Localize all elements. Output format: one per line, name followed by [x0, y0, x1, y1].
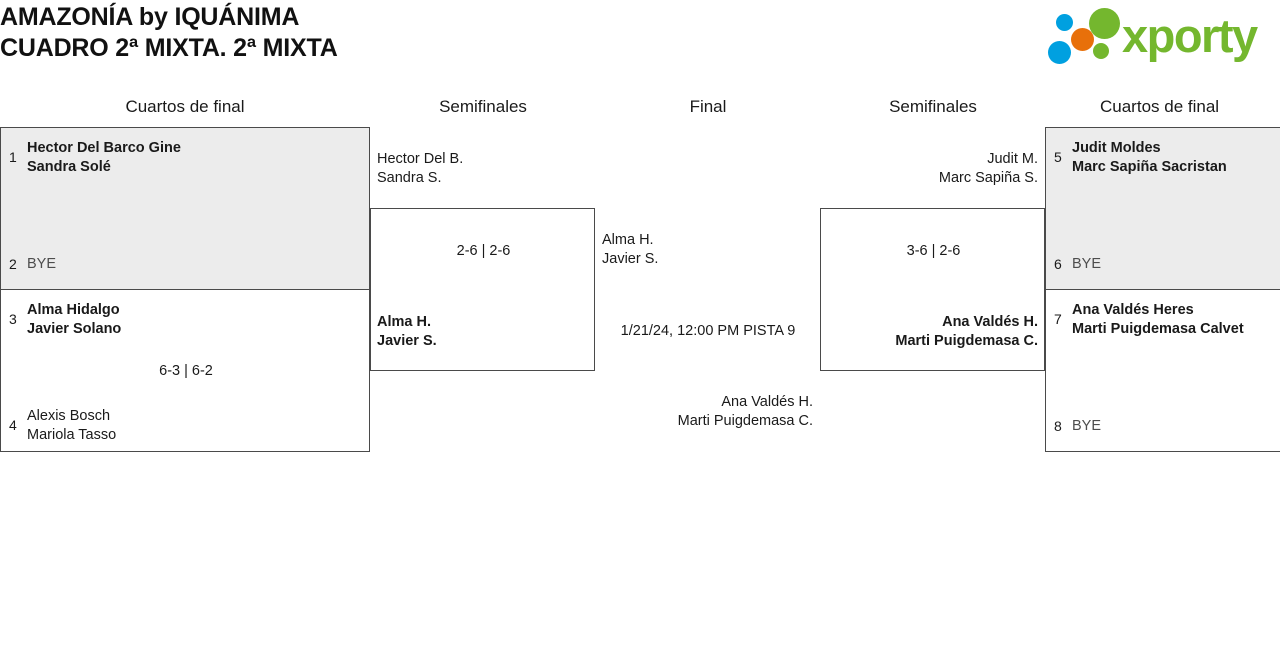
team-player2: Marc Sapiña Sacristan	[1072, 159, 1227, 175]
round-header-final: Final	[689, 97, 727, 116]
logo-blue-dot-small-icon	[1056, 14, 1073, 31]
match-score: 3-6 | 2-6	[906, 243, 961, 259]
logo-green-dot-large-icon	[1089, 8, 1120, 39]
final-top-player1: Alma H.	[602, 232, 654, 248]
team-player1: Ana Valdés H.	[942, 314, 1038, 330]
match-box-semifinal-right[interactable]: 3-6 | 2-6 Ana Valdés H. Marti Puigdemasa…	[820, 208, 1045, 371]
semifinal-left-top-player2: Sandra S.	[377, 170, 442, 186]
team-player1: BYE	[27, 256, 57, 272]
team-player1: Ana Valdés Heres	[1072, 302, 1194, 318]
team-player1: Hector Del Barco Gine	[27, 140, 181, 156]
team-player1: Alexis Bosch	[27, 408, 111, 424]
seed-number: 7	[1054, 311, 1062, 327]
team-player2: Mariola Tasso	[27, 427, 117, 443]
final-schedule: 1/21/24, 12:00 PM PISTA 9	[620, 323, 796, 339]
match-box-qf2-right[interactable]: 7 Ana Valdés Heres Marti Puigdemasa Calv…	[1045, 289, 1280, 452]
team-player2: Marti Puigdemasa C.	[895, 333, 1038, 349]
seed-number: 2	[9, 256, 17, 272]
round-header-cuartos-right: Cuartos de final	[1100, 97, 1220, 116]
match-box-qf2-left[interactable]: 3 Alma Hidalgo Javier Solano 6-3 | 6-2 4…	[0, 289, 370, 452]
team-player2: Sandra Solé	[27, 159, 111, 175]
round-header-cuartos-left: Cuartos de final	[125, 97, 245, 116]
seed-number: 4	[9, 417, 17, 433]
page-title: AMAZONÍA by IQUÁNIMA CUADRO 2ª MIXTA. 2ª…	[0, 2, 760, 64]
round-header-semifinales-left: Semifinales	[439, 97, 527, 116]
semifinal-right-top-player2: Marc Sapiña S.	[938, 170, 1038, 186]
logo-blue-dot-large-icon	[1048, 41, 1071, 64]
logo-green-dot-small-icon	[1093, 43, 1109, 59]
semifinal-right-top-player1: Judit M.	[987, 151, 1038, 167]
team-player2: Javier S.	[377, 333, 437, 349]
team-player2: Javier Solano	[27, 321, 122, 337]
team-player1: BYE	[1072, 418, 1102, 434]
team-player1: BYE	[1072, 256, 1102, 272]
tournament-name: AMAZONÍA by IQUÁNIMA	[0, 3, 300, 31]
match-box-semifinal-left[interactable]: 2-6 | 2-6 Alma H. Javier S.	[370, 208, 595, 371]
seed-number: 5	[1054, 149, 1062, 165]
final-bottom-player2: Marti Puigdemasa C.	[677, 413, 813, 429]
seed-number: 6	[1054, 256, 1062, 272]
match-score: 2-6 | 2-6	[456, 243, 511, 259]
match-box-qf1-left[interactable]: 1 Hector Del Barco Gine Sandra Solé 2 BY…	[0, 127, 370, 290]
seed-number: 3	[9, 311, 17, 327]
round-header-semifinales-right: Semifinales	[889, 97, 977, 116]
final-bottom-player1: Ana Valdés H.	[721, 394, 813, 410]
logo-wordmark: xporty	[1122, 9, 1258, 62]
seed-number: 8	[1054, 418, 1062, 434]
match-box-qf1-right[interactable]: 5 Judit Moldes Marc Sapiña Sacristan 6 B…	[1045, 127, 1280, 290]
team-player1: Alma Hidalgo	[27, 302, 120, 318]
team-player1: Alma H.	[377, 314, 431, 330]
logo-dots-icon	[1048, 8, 1124, 64]
logo-orange-dot-icon	[1071, 28, 1094, 51]
match-score: 6-3 | 6-2	[159, 363, 213, 379]
final-top-player2: Javier S.	[602, 251, 659, 267]
team-player2: Marti Puigdemasa Calvet	[1072, 321, 1244, 337]
seed-number: 1	[9, 149, 17, 165]
team-player1: Judit Moldes	[1072, 140, 1161, 156]
xporty-logo[interactable]: xporty	[1048, 4, 1278, 66]
semifinal-left-top-player1: Hector Del B.	[377, 151, 464, 167]
draw-name: CUADRO 2ª MIXTA. 2ª MIXTA	[0, 34, 338, 62]
